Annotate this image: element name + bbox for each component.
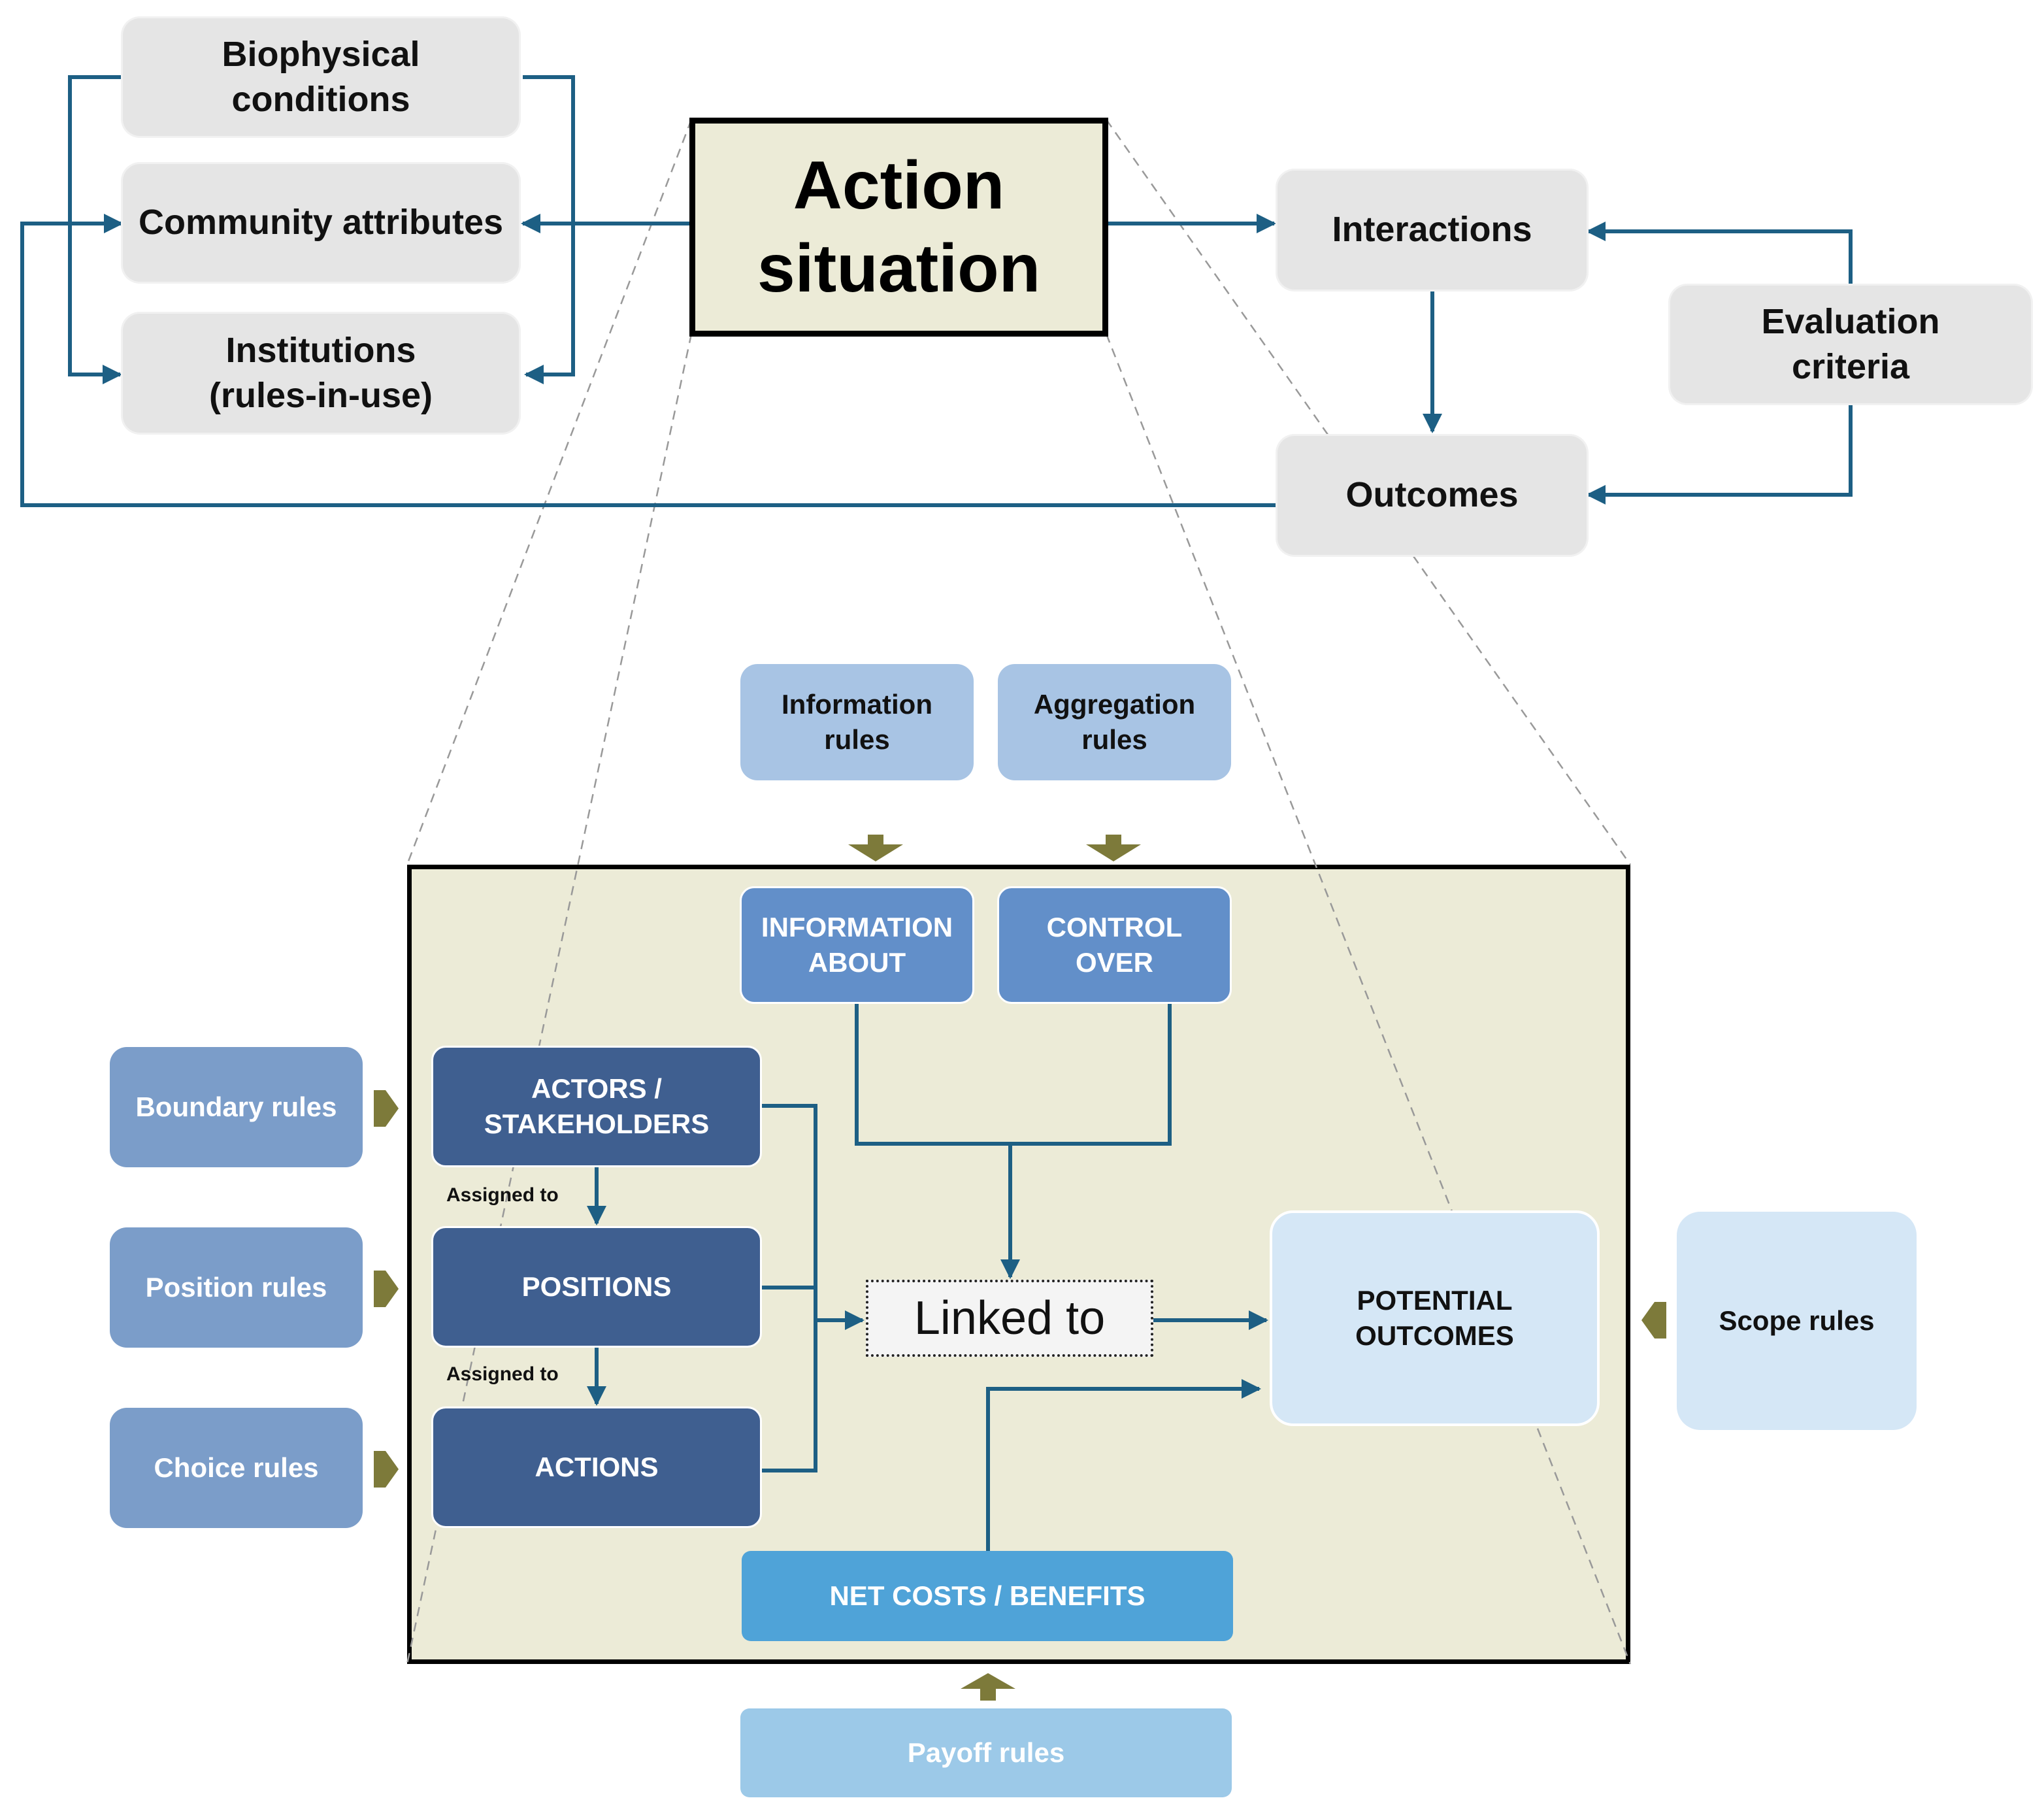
action-situation-label: Action situation [757, 147, 1041, 307]
positions-label: POSITIONS [521, 1271, 672, 1303]
biophysical-conditions-label: Biophysical conditions [222, 34, 420, 119]
information-rules-label: Information rules [782, 689, 932, 755]
evaluation-criteria-label: Evaluation criteria [1761, 301, 1940, 386]
outcomes-label: Outcomes [1345, 475, 1519, 515]
institutions-label: Institutions (rules-in-use) [208, 330, 433, 415]
control-over-box: CONTROL OVER [997, 886, 1232, 1004]
community-attributes-box: Community attributes [123, 164, 519, 282]
potential-outcomes-label: POTENTIAL OUTCOMES [1355, 1285, 1514, 1351]
linked-to-label: Linked to [914, 1291, 1106, 1344]
choice-rules-label: Choice rules [154, 1452, 319, 1484]
top-connectors [20, 75, 1853, 507]
potential-outcomes-box: POTENTIAL OUTCOMES [1270, 1210, 1600, 1426]
payoff-rules-label: Payoff rules [907, 1737, 1065, 1769]
boundary-rules-box: Boundary rules [110, 1047, 363, 1167]
interactions-label: Interactions [1332, 210, 1532, 250]
boundary-rules-label: Boundary rules [135, 1091, 337, 1123]
actions-label: ACTIONS [535, 1452, 659, 1483]
position-rules-box: Position rules [110, 1227, 363, 1348]
biophysical-conditions-box: Biophysical conditions [123, 18, 519, 136]
positions-box: POSITIONS [431, 1226, 762, 1348]
linked-to-box: Linked to [866, 1280, 1153, 1357]
information-about-box: INFORMATION ABOUT [740, 886, 974, 1004]
assigned-to-label-1: Assigned to [446, 1184, 559, 1206]
position-rules-label: Position rules [145, 1272, 327, 1303]
actors-stakeholders-label: ACTORS / STAKEHOLDERS [484, 1073, 710, 1139]
information-rules-box: Information rules [740, 664, 974, 780]
evaluation-criteria-box: Evaluation criteria [1670, 286, 2031, 403]
payoff-rules-box: Payoff rules [740, 1708, 1232, 1797]
actors-stakeholders-box: ACTORS / STAKEHOLDERS [431, 1046, 762, 1167]
assigned-to-label-2: Assigned to [446, 1363, 559, 1385]
interactions-box: Interactions [1278, 171, 1587, 290]
net-costs-benefits-label: NET COSTS / BENEFITS [829, 1580, 1146, 1612]
actions-box: ACTIONS [431, 1406, 762, 1528]
choice-rules-box: Choice rules [110, 1408, 363, 1528]
aggregation-rules-box: Aggregation rules [998, 664, 1231, 780]
scope-rules-label: Scope rules [1719, 1305, 1875, 1337]
aggregation-rules-label: Aggregation rules [1033, 689, 1196, 755]
community-attributes-label: Community attributes [138, 203, 504, 242]
information-about-label: INFORMATION ABOUT [761, 912, 953, 978]
action-situation-box: Action situation [689, 118, 1108, 337]
rule-arrows [374, 835, 1666, 1701]
net-costs-benefits-box: NET COSTS / BENEFITS [742, 1551, 1233, 1641]
control-over-label: CONTROL OVER [1046, 912, 1183, 978]
scope-rules-box: Scope rules [1677, 1212, 1917, 1430]
institutions-box: Institutions (rules-in-use) [123, 314, 519, 433]
inner-connectors [587, 1003, 1268, 1552]
outcomes-box: Outcomes [1278, 436, 1587, 555]
